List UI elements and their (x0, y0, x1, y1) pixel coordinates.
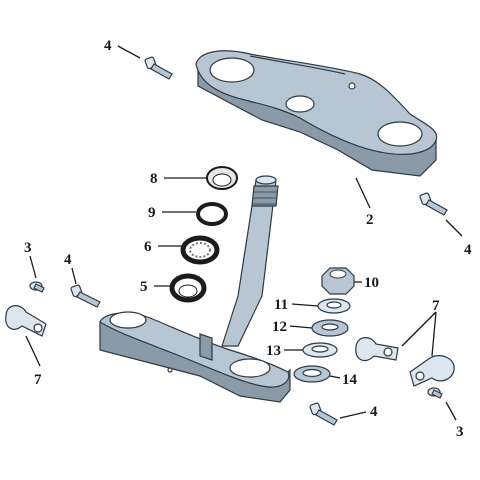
callout-12: 12 (272, 319, 287, 335)
screw-3-right (427, 387, 443, 399)
bolt-4-bottom (309, 402, 338, 426)
stem-nut-10 (321, 267, 355, 295)
callout-5: 5 (140, 279, 148, 295)
bolt-4-left (70, 284, 101, 308)
callout-4-bottom: 4 (370, 404, 378, 420)
upper-triple-clamp (195, 50, 438, 177)
cable-clamp-7-right-b (409, 355, 455, 387)
callout-11: 11 (274, 297, 288, 313)
callout-4-top: 4 (104, 38, 112, 54)
seal-ring-9 (196, 202, 228, 226)
bearing-6 (180, 235, 220, 265)
callout-2: 2 (366, 212, 374, 228)
steering-stem (221, 175, 279, 347)
callout-14: 14 (342, 372, 358, 388)
cable-clamp-7-right-a (355, 337, 399, 362)
washer-13 (302, 342, 338, 358)
callout-4-right: 4 (464, 242, 472, 258)
lock-washer-11 (317, 298, 351, 314)
callout-8: 8 (150, 171, 158, 187)
callout-7-right: 7 (432, 298, 440, 314)
adjusting-nut-12 (311, 319, 349, 337)
screw-3-left (29, 281, 45, 293)
callout-13: 13 (266, 343, 281, 359)
bolt-4-right (419, 192, 448, 216)
leader-lines (25, 45, 463, 421)
lower-triple-clamp (99, 311, 291, 403)
bearing-race-8 (206, 166, 238, 190)
dust-seal-14 (293, 365, 331, 383)
callout-10: 10 (364, 275, 379, 291)
callout-labels: 4 2 4 8 9 6 5 3 4 7 10 11 12 13 14 7 4 3 (24, 38, 472, 440)
callout-9: 9 (148, 205, 156, 221)
callout-4-left: 4 (64, 252, 72, 268)
callout-6: 6 (144, 239, 152, 255)
callout-3-right: 3 (456, 424, 464, 440)
callout-7-left: 7 (34, 372, 42, 388)
callout-3-left: 3 (24, 240, 32, 256)
bearing-race-5 (169, 273, 207, 303)
cable-clamp-7-left (5, 305, 47, 337)
bolt-4-top (144, 56, 173, 80)
